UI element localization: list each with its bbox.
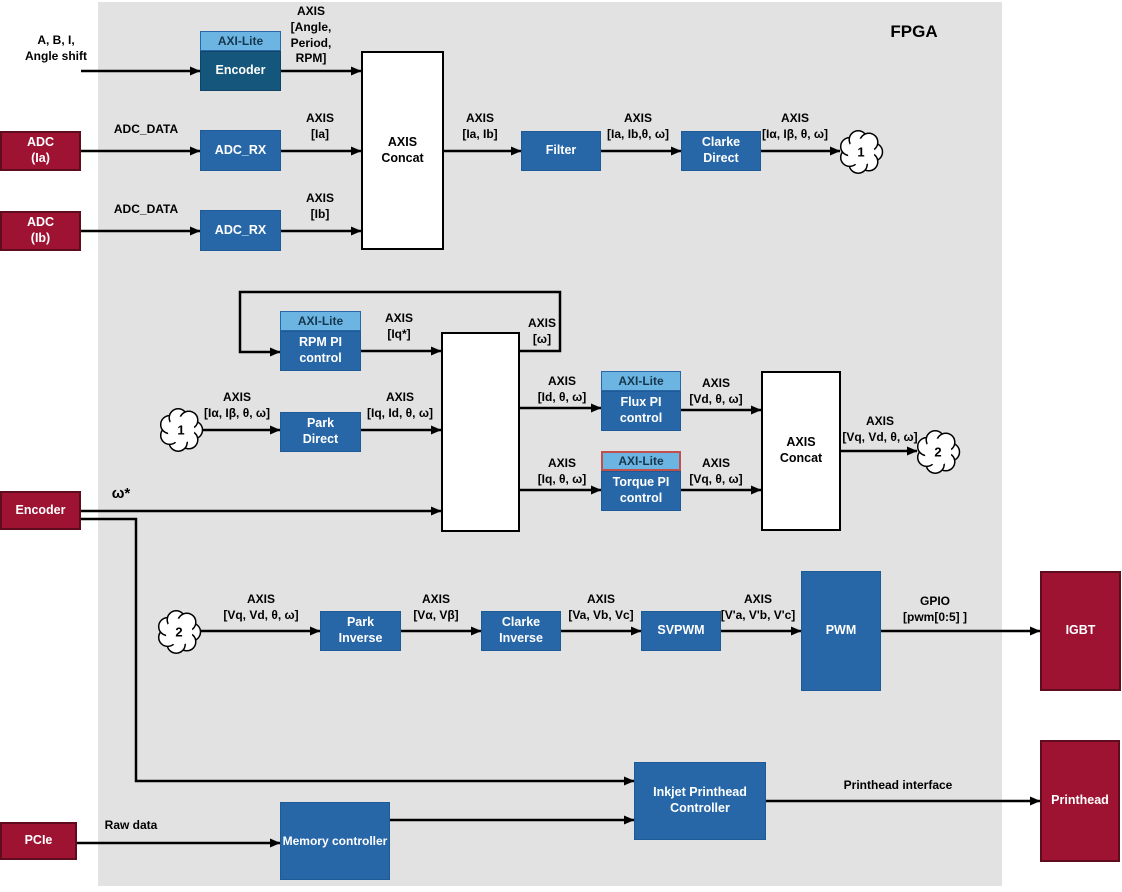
axis-id-label: AXIS[Id, θ, ω] [537, 374, 587, 404]
adc-ia-block: ADC(Ia) [0, 131, 81, 171]
wire-encoder-to-inkjet [81, 517, 635, 786]
svg-text:1: 1 [857, 145, 864, 160]
pwm-block: PWM [801, 571, 881, 691]
encoder-external-block: Encoder [0, 491, 81, 530]
offpage-connector-1-out: 1 [839, 130, 884, 174]
axis-vq-vd-in-label: AXIS[Vq, Vd, θ, ω] [223, 592, 299, 622]
encoder-ip-block: AXI-Lite Encoder [200, 31, 281, 91]
axis-iq-star-label: AXIS[Iq*] [384, 311, 414, 341]
gpio-pwm-label: GPIO[pwm[0:5] ] [903, 594, 967, 624]
axi-lite-header: AXI-Lite [601, 451, 681, 471]
memory-controller-block: Memory controller [280, 802, 390, 880]
axis-ialpha-ibeta-out-label: AXIS[Iα, Iβ, θ, ω] [762, 111, 828, 141]
svg-text:2: 2 [175, 625, 182, 640]
omega-star-label: ω* [111, 485, 131, 502]
axi-lite-header: AXI-Lite [601, 371, 681, 391]
adc-data-a-label: ADC_DATA [113, 122, 179, 136]
axi-lite-header: AXI-Lite [200, 31, 281, 51]
wire-omega-feedback-loop [238, 290, 562, 357]
axis-ialpha-ibeta-in-label: AXIS[Iα, Iβ, θ, ω] [204, 390, 270, 420]
sensor-inputs-label: A, B, I,Angle shift [25, 33, 87, 63]
adc-rx-a-block: ADC_RX [200, 130, 281, 171]
printhead-interface-label: Printhead interface [843, 778, 953, 792]
fpga-region-title: FPGA [890, 22, 938, 41]
axis-valpha-vbeta-label: AXIS[Vα, Vβ] [413, 592, 459, 622]
offpage-connector-2-in: 2 [157, 610, 202, 654]
igbt-block: IGBT [1040, 571, 1121, 691]
axis-angle-period-rpm-label: AXIS[Angle, Period,RPM] [290, 4, 332, 66]
encoder-ip-label: Encoder [200, 51, 281, 91]
raw-data-label: Raw data [104, 818, 158, 832]
axis-ia-ib-label: AXIS[Ia, Ib] [462, 111, 498, 141]
axis-ia-label: AXIS[Ia] [305, 111, 335, 141]
axis-vd-label: AXIS[Vd, θ, ω] [689, 376, 743, 406]
axis-ib-label: AXIS[Ib] [305, 191, 335, 221]
svg-text:1: 1 [177, 423, 184, 438]
printhead-block: Printhead [1040, 740, 1120, 862]
offpage-connector-1-in: 1 [159, 408, 204, 452]
multiplier-block [441, 332, 520, 532]
adc-ib-block: ADC(Ib) [0, 211, 81, 251]
axis-ia-ib-theta-omega-label: AXIS[Ia, Ib,θ, ω] [607, 111, 669, 141]
axi-lite-header: AXI-Lite [280, 311, 361, 331]
pcie-block: PCIe [0, 822, 77, 860]
offpage-connector-2-out: 2 [916, 430, 961, 474]
axis-vprime-label: AXIS[V'a, V'b, V'c] [720, 592, 796, 622]
svg-text:2: 2 [934, 445, 941, 460]
axis-iq-label: AXIS[Iq, θ, ω] [537, 456, 587, 486]
svpwm-block: SVPWM [641, 611, 721, 651]
axis-vq-label: AXIS[Vq, θ, ω] [689, 456, 743, 486]
axis-iq-id-label: AXIS[Iq, Id, θ, ω] [367, 390, 433, 420]
axis-omega-label: AXIS[ω] [527, 316, 557, 346]
axis-vq-vd-out-label: AXIS[Vq, Vd, θ, ω] [842, 414, 918, 444]
adc-rx-b-block: ADC_RX [200, 210, 281, 251]
axis-va-vb-vc-label: AXIS[Va, Vb, Vc] [568, 592, 634, 622]
adc-data-b-label: ADC_DATA [113, 202, 179, 216]
filter-block: Filter [521, 131, 601, 171]
